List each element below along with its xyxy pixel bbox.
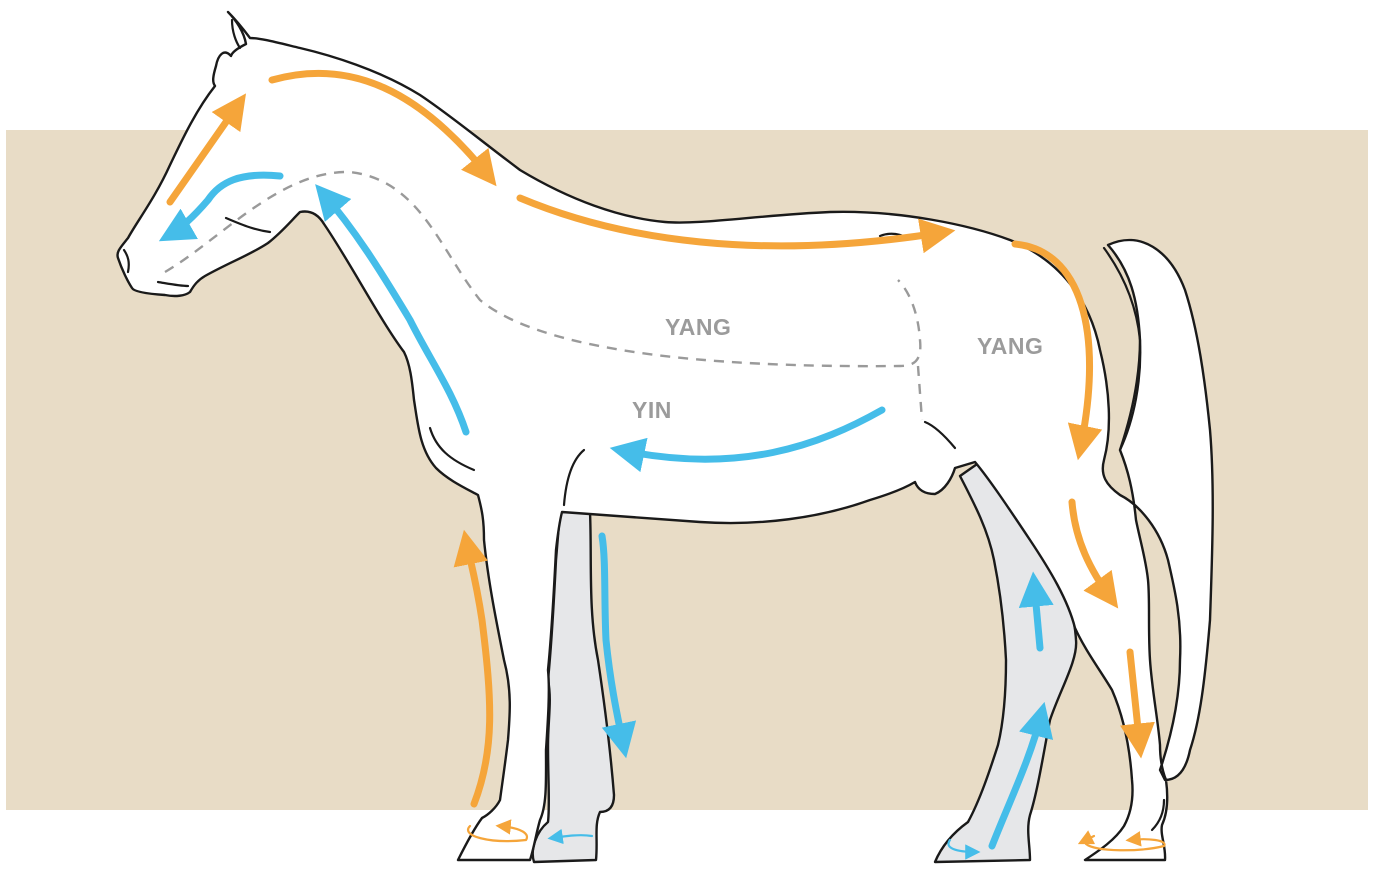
yang-circle-hindhoof-2	[1082, 836, 1094, 842]
label-yang-hind: YANG	[977, 333, 1043, 359]
label-yin: YIN	[632, 397, 672, 423]
label-yang-upper: YANG	[665, 314, 731, 340]
yin-hoof-circles	[552, 835, 976, 852]
